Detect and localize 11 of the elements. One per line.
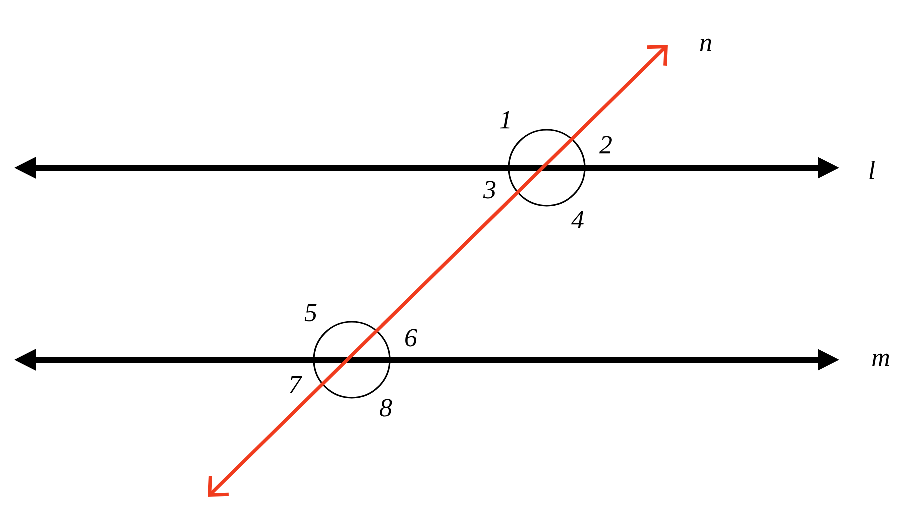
angle-number: 2 xyxy=(600,136,612,154)
angle-number: 1 xyxy=(500,111,510,129)
line-label: l xyxy=(870,160,876,180)
line-label: n xyxy=(700,38,712,52)
line-label: m xyxy=(872,354,890,366)
angle-number: 3 xyxy=(483,181,496,199)
angle-number: 8 xyxy=(380,399,392,417)
angle-number: 4 xyxy=(572,211,584,229)
angle-number: 6 xyxy=(406,329,418,347)
angle-number: 5 xyxy=(304,304,317,322)
angle-number: 7 xyxy=(290,376,302,394)
